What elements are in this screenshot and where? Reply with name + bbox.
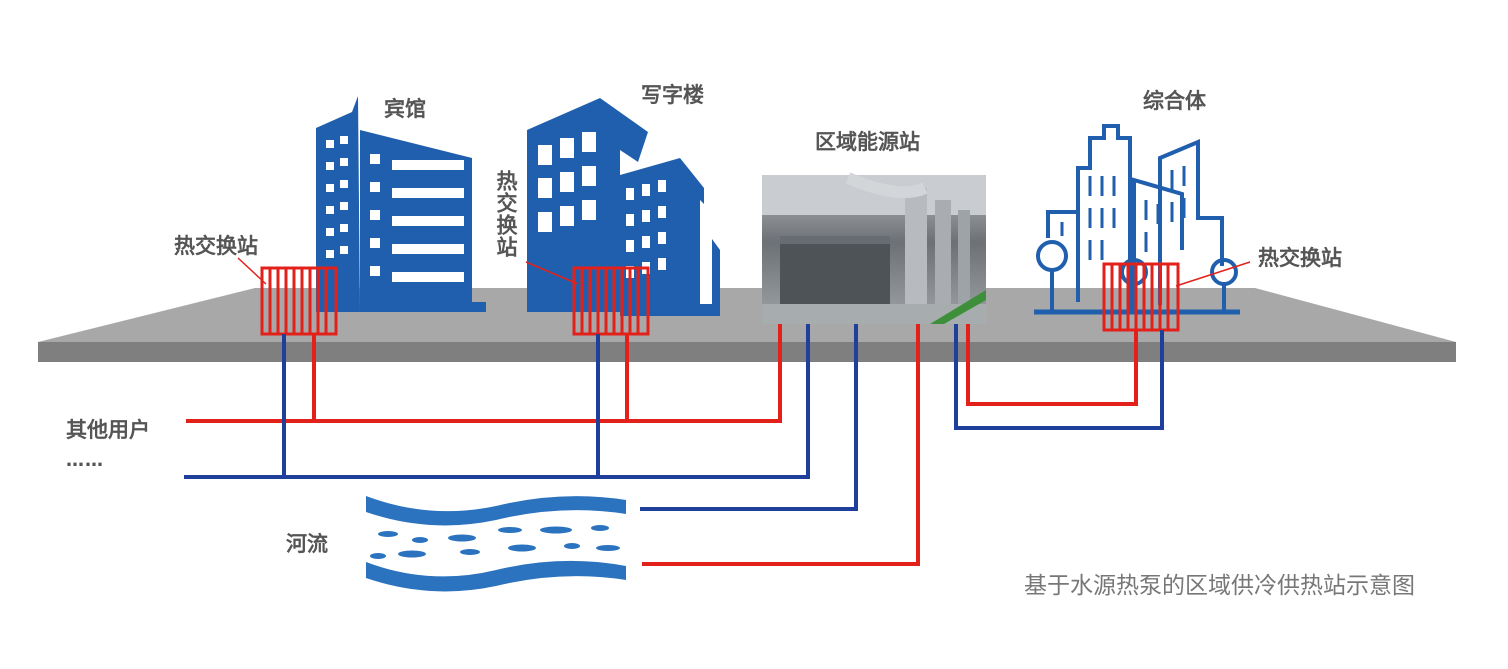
heat-exchange-station-left-label: 热交换站 bbox=[174, 234, 258, 258]
ground-slab-top bbox=[38, 288, 1456, 342]
heat-exchanger-middle-icon bbox=[572, 266, 650, 336]
energy-station-label: 区域能源站 bbox=[815, 130, 920, 154]
heat-exchanger-right-icon bbox=[1102, 262, 1180, 332]
hotel-building-icon bbox=[316, 96, 486, 312]
river-icon bbox=[366, 496, 626, 592]
other-users-label: 其他用户 bbox=[66, 418, 150, 442]
heat-exchanger-left-icon bbox=[260, 266, 338, 336]
leader-line-left bbox=[237, 257, 267, 285]
heat-exchange-station-middle-label: 热交换站 bbox=[494, 170, 518, 258]
energy-station-photo bbox=[762, 172, 986, 324]
office-building-icon bbox=[527, 98, 720, 316]
river-label: 河流 bbox=[286, 532, 328, 556]
hotel-label: 宾馆 bbox=[384, 97, 426, 121]
leader-line-right bbox=[1175, 261, 1251, 287]
office-label: 写字楼 bbox=[641, 83, 704, 107]
red-supply-pipes bbox=[186, 324, 1138, 566]
leader-line-middle bbox=[525, 261, 579, 285]
diagram-caption: 基于水源热泵的区域供冷供热站示意图 bbox=[1024, 573, 1415, 599]
heat-exchange-station-right-label: 热交换站 bbox=[1258, 246, 1342, 270]
blue-return-pipes bbox=[184, 324, 1164, 511]
ellipsis-label: …… bbox=[66, 450, 104, 471]
ground-slab-edge bbox=[38, 342, 1456, 362]
complex-label: 综合体 bbox=[1143, 89, 1206, 113]
